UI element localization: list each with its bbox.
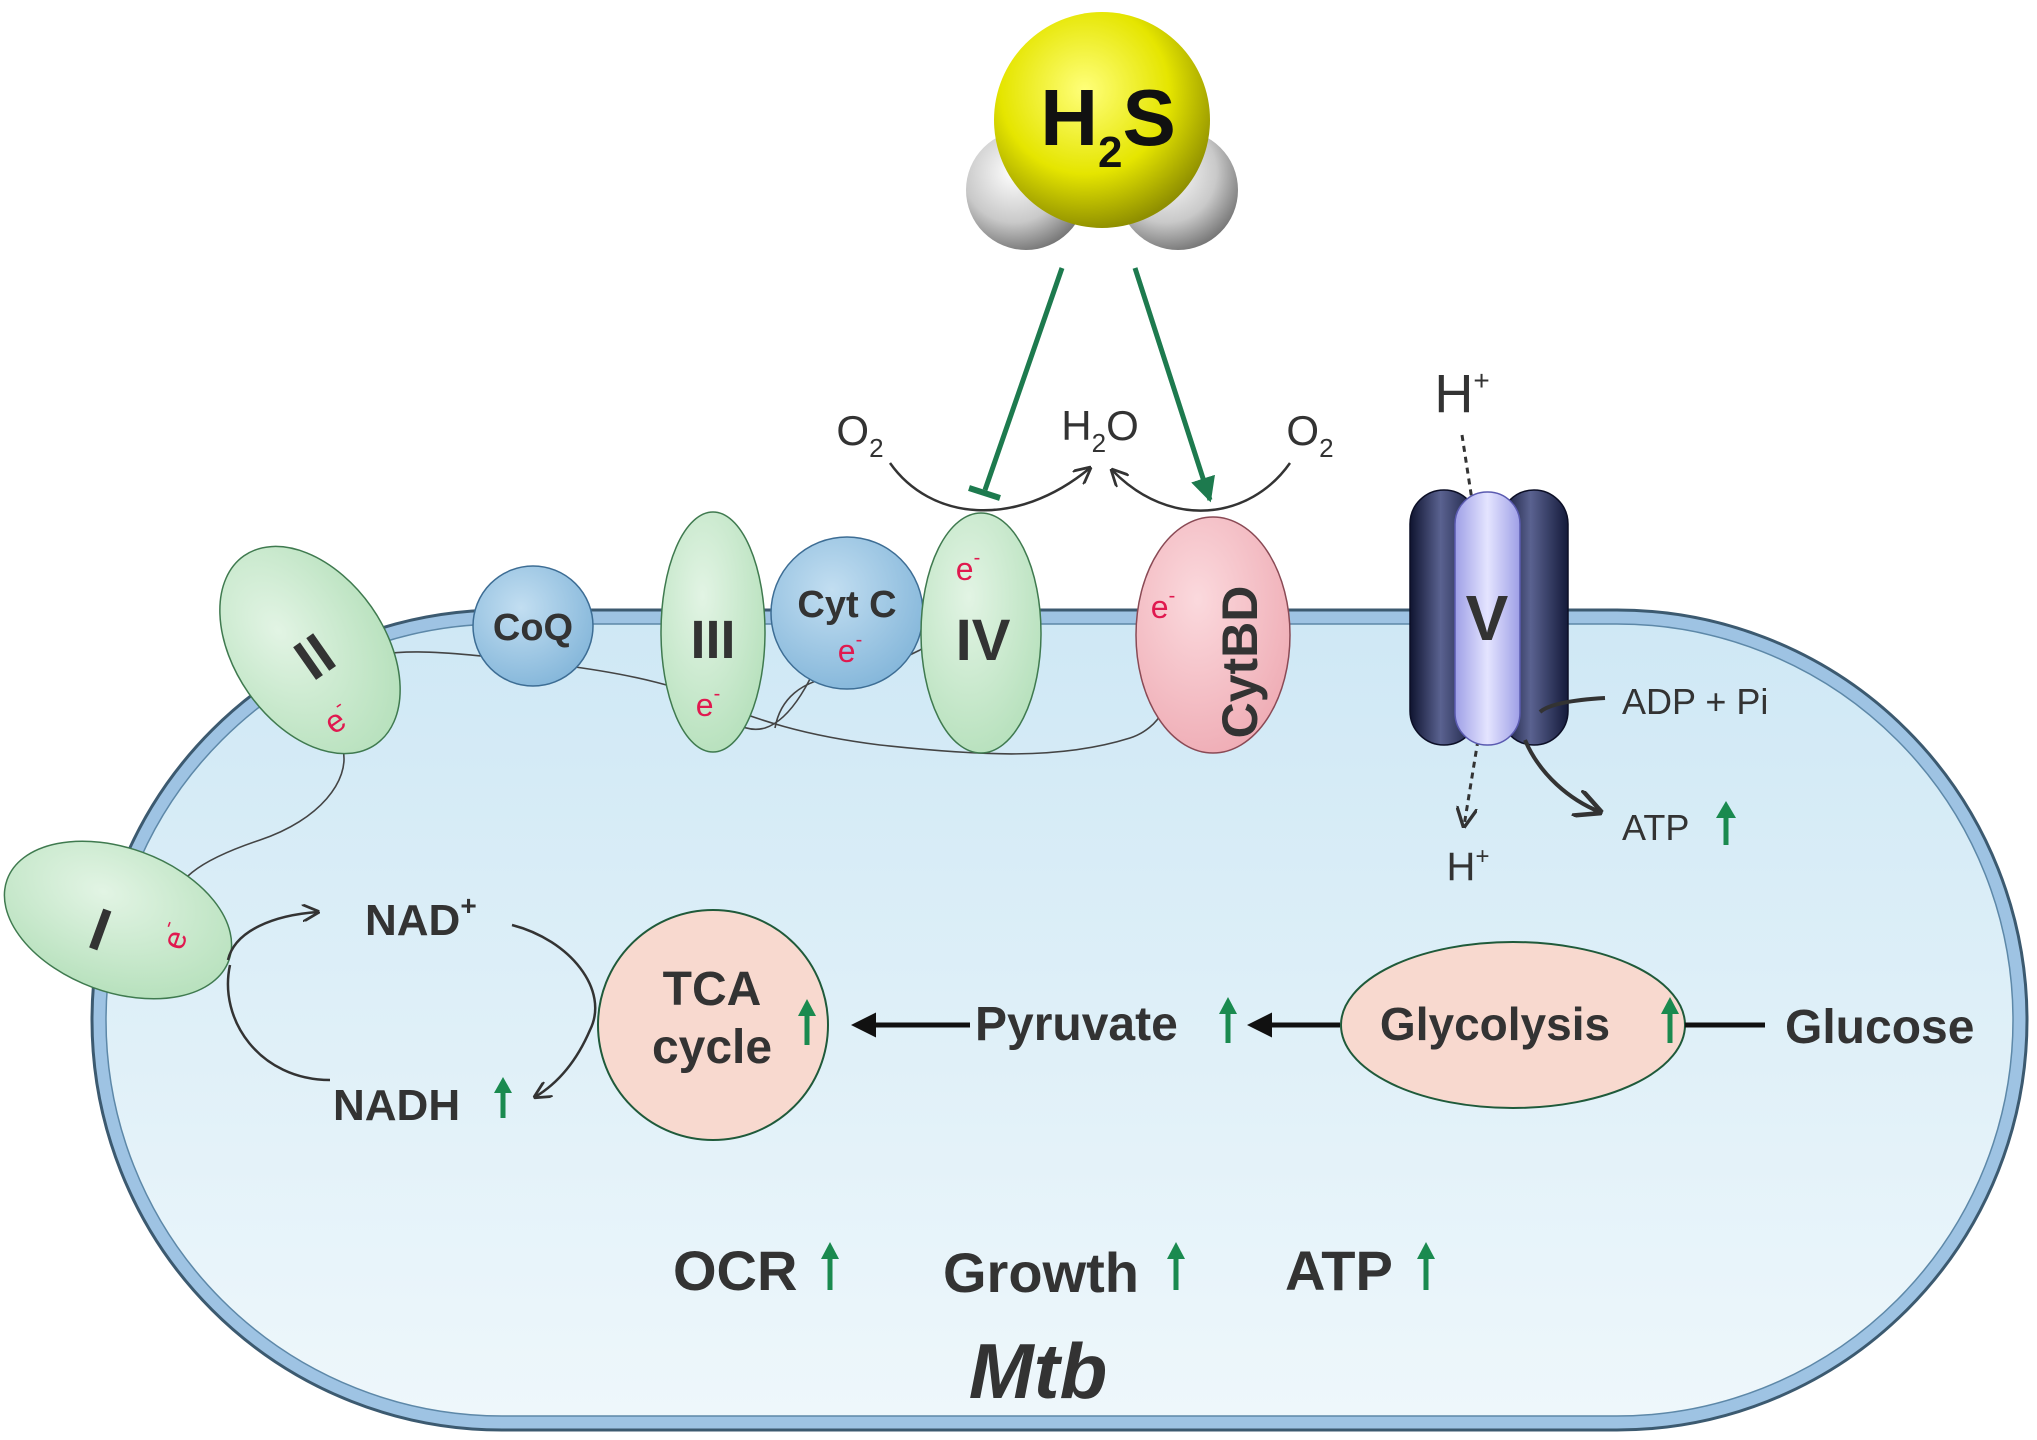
complex-v-label: V — [1466, 582, 1509, 654]
proton-channel-top — [1460, 434, 1474, 501]
o2-to-h2o-arc-right — [1112, 462, 1292, 512]
electron-label: e- — [696, 683, 720, 723]
electron-label: e- — [1151, 585, 1175, 625]
tca-nad-loop — [511, 923, 597, 1097]
atp-synthase-subunit-center — [1454, 491, 1521, 746]
o2-to-h2o-arc-left — [888, 462, 1090, 512]
cytbd[interactable]: CytBD e- — [1135, 516, 1291, 754]
tca-cycle[interactable]: TCA cycle — [597, 909, 829, 1141]
sulfur-atom — [994, 12, 1210, 228]
complex-ii[interactable]: II e- — [183, 513, 438, 787]
cytbd-label: CytBD — [1212, 586, 1268, 739]
atp-synthase-product-label: ATP — [1622, 807, 1689, 848]
complex-iv-label: IV — [956, 608, 1011, 673]
atp-readout: ATP — [1285, 1239, 1393, 1302]
ocr-readout: OCR — [673, 1239, 797, 1302]
glucose-label: Glucose — [1785, 1001, 1974, 1054]
pyruvate-label: Pyruvate — [975, 998, 1178, 1051]
nadh-to-nad-arc — [226, 964, 331, 1082]
nadh-label: NADH — [333, 1081, 460, 1130]
complex-iii[interactable]: III e- — [660, 511, 766, 753]
electron-label: e- — [956, 547, 980, 587]
tca-line2: cycle — [652, 1021, 772, 1074]
adp-pi-label: ADP + Pi — [1622, 681, 1768, 722]
up-arrow-icon — [1417, 1242, 1435, 1290]
cell — [90, 608, 2029, 1432]
proton-channel-bottom — [1464, 739, 1480, 826]
growth-readout: Growth — [943, 1241, 1139, 1304]
complex-i[interactable]: I e- — [0, 812, 254, 1028]
tca-line1: TCA — [663, 963, 762, 1016]
h2s-inhibits-iv-arrow — [982, 267, 1065, 491]
organism-label: Mtb — [969, 1327, 1108, 1415]
glycolysis[interactable]: Glycolysis — [1340, 941, 1686, 1109]
up-arrow-icon — [494, 1077, 512, 1118]
complex-i-to-nad-arc — [226, 912, 318, 961]
coq-label: CoQ — [493, 607, 573, 649]
proton-bottom-label: H+ — [1447, 843, 1490, 889]
up-arrow-icon — [798, 999, 816, 1045]
oxygen-right-label: O2 — [1286, 407, 1333, 463]
oxygen-left-label: O2 — [836, 407, 883, 463]
up-arrow-icon — [1219, 997, 1237, 1043]
cyt-c[interactable]: Cyt C e- — [770, 536, 924, 690]
nad-label: NAD+ — [365, 890, 477, 945]
adp-connector — [1538, 696, 1606, 714]
electron-label: e- — [838, 629, 862, 669]
h2s-label: H2S — [1040, 73, 1176, 177]
up-arrow-icon — [821, 1242, 839, 1290]
proton-top-label: H+ — [1434, 364, 1489, 424]
h2s-molecule: H2S — [966, 12, 1238, 250]
complex-iii-label: III — [690, 610, 735, 670]
h2s-activates-cytbd-arrow — [1132, 267, 1215, 503]
atp-synthesis-arrow — [1523, 739, 1600, 812]
inhibition-bar — [968, 485, 1001, 501]
up-arrow-icon — [1167, 1242, 1185, 1290]
cytoplasm — [105, 623, 2014, 1417]
water-label: H2O — [1061, 402, 1138, 458]
up-arrow-icon — [1716, 801, 1736, 845]
coq[interactable]: CoQ — [472, 565, 594, 687]
glycolysis-label: Glycolysis — [1380, 998, 1610, 1050]
complex-v[interactable]: V — [1409, 434, 1569, 826]
up-arrow-icon — [1661, 997, 1679, 1043]
cyt-c-label: Cyt C — [797, 584, 896, 626]
complex-iv[interactable]: IV e- — [920, 512, 1042, 754]
